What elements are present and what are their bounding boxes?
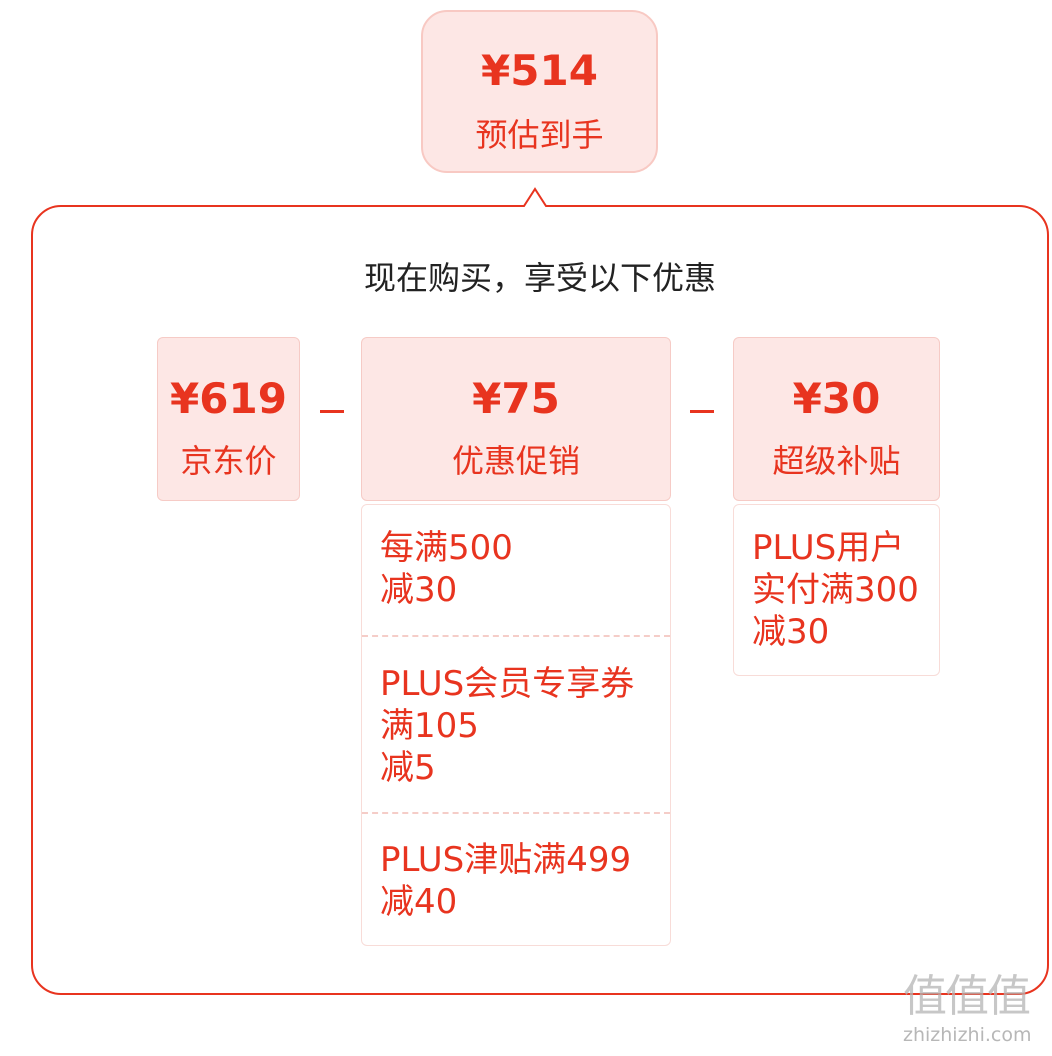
promotion-label: 优惠促销 xyxy=(451,442,580,480)
watermark-url: zhizhizhi.com xyxy=(903,1024,1032,1046)
minus-operator xyxy=(690,410,714,413)
subsidy-value: ¥30 xyxy=(792,374,881,423)
estimate-label: 预估到手 xyxy=(475,116,604,154)
jd-price-value: ¥619 xyxy=(170,374,287,423)
estimate-bubble: ¥514 预估到手 xyxy=(421,10,658,173)
dashed-divider xyxy=(362,812,670,814)
subsidy-box: ¥30 超级补贴 xyxy=(733,337,940,501)
promotion-detail-list: 每满500 减30 PLUS会员专享券 满105 减5 PLUS津贴满499 减… xyxy=(361,504,671,946)
panel-heading: 现在购买，享受以下优惠 xyxy=(363,259,716,297)
subsidy-item: PLUS用户 实付满300 减30 xyxy=(752,528,919,652)
dashed-divider xyxy=(362,635,670,637)
promotion-box: ¥75 优惠促销 xyxy=(361,337,671,501)
subsidy-detail-list: PLUS用户 实付满300 减30 xyxy=(733,504,940,676)
subsidy-label: 超级补贴 xyxy=(772,442,901,480)
watermark-logo: 值值值 xyxy=(903,971,1031,1022)
panel-pointer xyxy=(512,187,558,211)
promotion-value: ¥75 xyxy=(472,374,560,423)
promotion-item: 每满500 减30 xyxy=(380,528,513,610)
promotion-item: PLUS会员专享券 满105 减5 xyxy=(380,664,635,788)
promotion-item: PLUS津贴满499 减40 xyxy=(380,840,632,922)
estimate-price: ¥514 xyxy=(481,46,598,95)
jd-price-box: ¥619 京东价 xyxy=(157,337,300,501)
jd-price-label: 京东价 xyxy=(180,442,277,480)
minus-operator xyxy=(320,410,344,413)
